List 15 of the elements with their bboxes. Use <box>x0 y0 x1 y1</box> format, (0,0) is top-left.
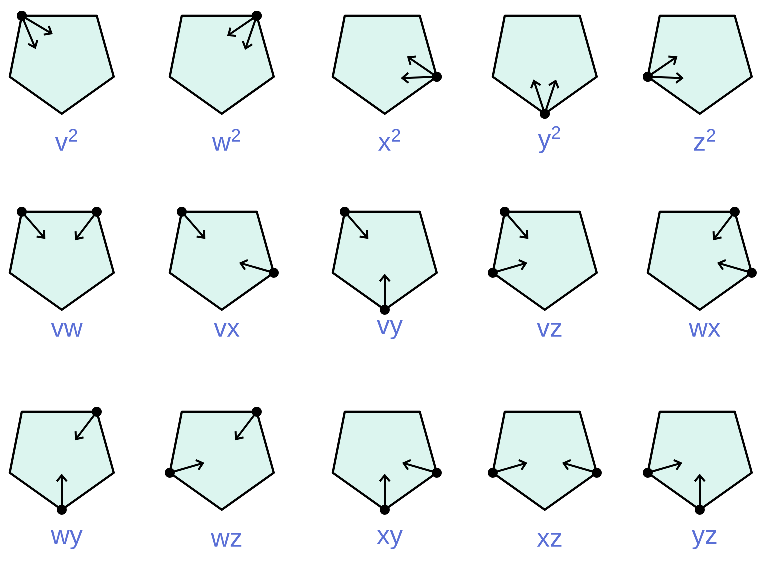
node-label: wy <box>51 530 83 550</box>
node-label: vx <box>214 323 240 337</box>
node-label: y$^{2}$ <box>538 126 560 154</box>
node-label: xz <box>537 533 562 547</box>
node-label: vw <box>51 323 83 337</box>
node-label: vy <box>377 320 403 340</box>
node-label: w$^{2}$ <box>212 129 240 151</box>
node-label: wz <box>211 533 242 547</box>
node-label: xy <box>377 530 403 550</box>
node-label: v$^{2}$ <box>55 129 78 151</box>
node-label: wx <box>689 323 721 337</box>
node-label: yz <box>692 530 717 550</box>
node-label: x$^{2}$ <box>378 129 400 151</box>
node-label: z$^{2}$ <box>694 129 716 151</box>
node-label: vz <box>537 323 562 337</box>
